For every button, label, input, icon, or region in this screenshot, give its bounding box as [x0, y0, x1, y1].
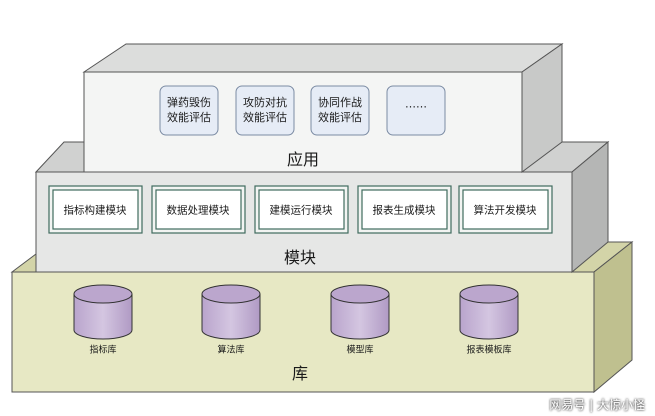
- app-card: [386, 85, 446, 136]
- module-box: [357, 185, 452, 234]
- database-cylinder: [330, 284, 390, 340]
- watermark: 网易号 | 大惊小怪: [549, 398, 645, 412]
- app-card-line2: 效能评估: [243, 111, 287, 124]
- app-card-label: 攻防对抗 效能评估: [243, 95, 287, 125]
- module-box: [48, 185, 143, 234]
- database-label: 模型库: [346, 345, 374, 356]
- module-boxes: [48, 185, 553, 234]
- module-label: 数据处理模块: [166, 204, 230, 217]
- app-card: [235, 85, 295, 136]
- database-cylinder: [73, 284, 133, 340]
- app-card-line1: 协同作战: [318, 96, 362, 109]
- app-card: [310, 85, 370, 136]
- app-card: [159, 85, 219, 136]
- database-label: 指标库: [89, 345, 117, 356]
- database-label: 报表模板库: [466, 345, 512, 356]
- app-card-line2: 效能评估: [167, 111, 211, 124]
- app-layer: [82, 43, 564, 173]
- module-box: [254, 185, 349, 234]
- app-card-label: 弹药毁伤 效能评估: [167, 95, 211, 125]
- library-layer-title: 库: [291, 364, 309, 383]
- app-card-line1: 攻防对抗: [243, 96, 287, 109]
- module-label: 建模运行模块: [269, 204, 333, 217]
- app-card-line2: 效能评估: [318, 111, 362, 124]
- app-layer-top: [82, 43, 564, 73]
- database-cylinder: [459, 284, 519, 340]
- module-label: 算法开发模块: [473, 204, 537, 217]
- database-cylinder: [201, 284, 261, 340]
- module-label: 报表生成模块: [372, 204, 436, 217]
- module-box: [458, 185, 553, 234]
- module-box: [151, 185, 246, 234]
- database-label: 算法库: [217, 345, 245, 356]
- databases: [73, 284, 519, 340]
- app-card-line1: 弹药毁伤: [167, 96, 211, 109]
- app-cards: [159, 85, 446, 136]
- app-card-line1: ……: [405, 97, 427, 111]
- module-label: 指标构建模块: [63, 204, 127, 217]
- module-layer-title: 模块: [283, 248, 317, 267]
- app-layer-title: 应用: [286, 150, 320, 169]
- app-card-label: ……: [405, 97, 427, 112]
- app-layer-front: [83, 71, 523, 173]
- app-card-label: 协同作战 效能评估: [318, 95, 362, 125]
